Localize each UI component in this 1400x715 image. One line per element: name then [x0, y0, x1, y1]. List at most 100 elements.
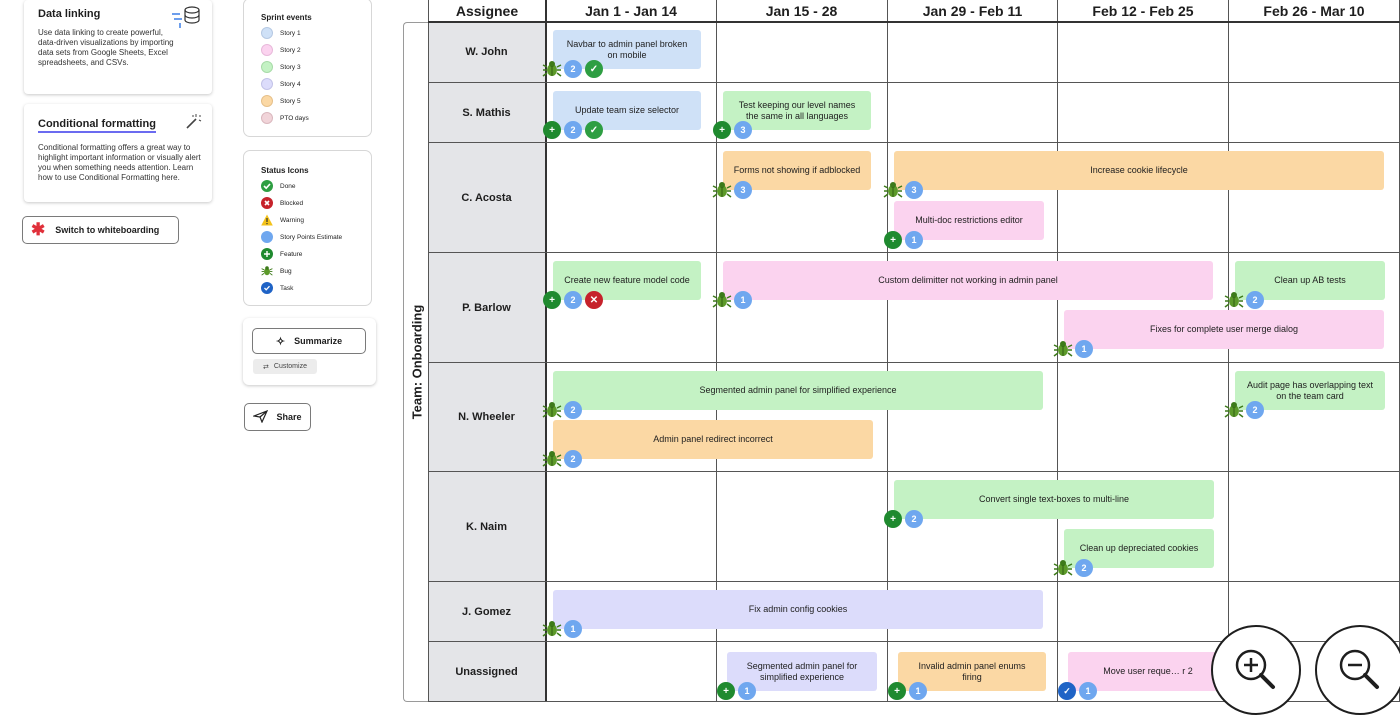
story-points-badge: 3 — [733, 120, 753, 140]
conditional-formatting-card[interactable]: Conditional formatting Conditional forma… — [24, 104, 212, 202]
story-points-value: 1 — [738, 682, 756, 700]
row-label: N. Wheeler — [428, 362, 545, 472]
data-linking-card[interactable]: Data linking Use data linking to create … — [24, 0, 212, 94]
legend-story-1: Story 1 — [261, 27, 301, 39]
swatch-story-5 — [261, 95, 273, 107]
task-title: Segmented admin panel for simplified exp… — [746, 660, 858, 682]
swatch-story-2 — [261, 44, 273, 56]
zoom-out-button[interactable] — [1315, 625, 1400, 715]
grid-line — [428, 581, 1400, 582]
task-title: Fixes for complete user merge dialog — [1149, 324, 1299, 334]
sliders-icon: ⇄ — [263, 363, 269, 371]
task-title: Create new feature model code — [564, 275, 690, 285]
task-title: Test keeping our level names the same in… — [738, 99, 856, 121]
task-status-icons: +1 — [716, 681, 757, 701]
feature-icon: + — [542, 120, 562, 140]
zoom-out-icon — [1339, 649, 1379, 689]
task-card[interactable]: Custom delimitter not working in admin p… — [723, 261, 1213, 300]
task-status-icons: 2 — [542, 449, 583, 469]
column-header-assignee: Assignee — [455, 2, 519, 19]
swatch-story-1 — [261, 27, 273, 39]
legend-story-2: Story 2 — [261, 44, 301, 56]
share-button[interactable]: Share — [244, 403, 311, 431]
status-icons-title: Status Icons — [261, 166, 309, 175]
x-icon: ✕ — [584, 290, 604, 310]
legend-task: Task — [261, 282, 293, 294]
story-points-badge: 2 — [563, 120, 583, 140]
share-label: Share — [276, 412, 302, 422]
story-points-value: 2 — [1246, 291, 1264, 309]
legend-blocked: Blocked — [261, 197, 303, 209]
story-points-value: 1 — [564, 620, 582, 638]
task-title: Increase cookie lifecycle — [1090, 165, 1188, 175]
story-points-value: 2 — [564, 60, 582, 78]
bug-icon — [542, 619, 562, 639]
grid-line — [428, 82, 1400, 83]
bug-icon — [542, 449, 562, 469]
task-status-icons: 1 — [542, 619, 583, 639]
task-status-icons: 3 — [883, 180, 924, 200]
task-status-icons: +1 — [883, 230, 924, 250]
task-title: Invalid admin panel enums firing — [918, 660, 1026, 682]
task-status-icons: 2 — [1224, 290, 1265, 310]
bug-icon — [1224, 290, 1244, 310]
swatch-story-3 — [261, 61, 273, 73]
task-status-icons: 2 — [1053, 558, 1094, 578]
conditional-formatting-body: Conditional formatting offers a great wa… — [38, 143, 201, 182]
switch-to-whiteboarding-label: Switch to whiteboarding — [55, 225, 160, 235]
task-card[interactable]: Fixes for complete user merge dialog — [1064, 310, 1384, 349]
legend-story-points: Story Points Estimate — [261, 231, 342, 243]
task-card[interactable]: Convert single text-boxes to multi-line — [894, 480, 1214, 519]
story-points-value: 2 — [564, 450, 582, 468]
asterisk-icon: ✱ — [31, 220, 46, 239]
grid-line — [1228, 0, 1229, 702]
conditional-formatting-title: Conditional formatting — [38, 118, 156, 133]
feature-icon: + — [716, 681, 736, 701]
story-points-badge: 1 — [1078, 681, 1098, 701]
column-header-sprint-5: Feb 26 - Mar 10 — [1263, 2, 1365, 19]
story-points-value: 1 — [1079, 682, 1097, 700]
task-status-icons: 1 — [1053, 339, 1094, 359]
feature-icon: + — [883, 509, 903, 529]
bug-icon — [542, 59, 562, 79]
task-status-icons: +2 — [883, 509, 924, 529]
task-card[interactable]: Admin panel redirect incorrect — [553, 420, 873, 459]
zoom-in-button[interactable] — [1211, 625, 1301, 715]
story-points-badge: 1 — [904, 230, 924, 250]
row-label: P. Barlow — [428, 253, 545, 362]
zoom-in-icon — [1235, 649, 1275, 689]
bug-icon — [1224, 400, 1244, 420]
task-title: Clean up depreciated cookies — [1079, 543, 1199, 553]
task-title: Admin panel redirect incorrect — [653, 434, 773, 444]
points-icon — [261, 231, 273, 243]
summarize-label: Summarize — [294, 336, 343, 346]
grid-line — [428, 701, 1400, 702]
customize-button[interactable]: ⇄ Customize — [253, 359, 317, 374]
bug-icon — [883, 180, 903, 200]
row-label: W. John — [428, 22, 545, 82]
task-card[interactable]: Fix admin config cookies — [553, 590, 1043, 629]
column-header-sprint-4: Feb 12 - Feb 25 — [1092, 2, 1194, 19]
check-icon: ✓ — [584, 120, 604, 140]
summarize-button[interactable]: ✧ Summarize — [252, 328, 366, 354]
column-header-sprint-2: Jan 15 - 28 — [765, 2, 838, 19]
story-points-value: 1 — [734, 291, 752, 309]
task-status-icons: ✓1 — [1057, 681, 1098, 701]
switch-to-whiteboarding-button[interactable]: ✱ Switch to whiteboarding — [22, 216, 179, 244]
grid-line — [428, 0, 429, 702]
feature-icon: + — [887, 681, 907, 701]
task-status-icons: 3 — [712, 180, 753, 200]
task-title: Navbar to admin panel broken on mobile — [566, 38, 688, 60]
team-label: Team: Onboarding — [409, 304, 424, 420]
bug-icon — [712, 290, 732, 310]
story-points-value: 2 — [564, 291, 582, 309]
column-header-sprint-1: Jan 1 - Jan 14 — [585, 2, 677, 19]
ai-summarize-card: ✧ Summarize ⇄ Customize — [243, 318, 376, 385]
task-card[interactable]: Increase cookie lifecycle — [894, 151, 1384, 190]
bug-icon — [1053, 558, 1073, 578]
task-card[interactable]: Segmented admin panel for simplified exp… — [553, 371, 1043, 410]
story-points-value: 2 — [905, 510, 923, 528]
swatch-pto-days — [261, 112, 273, 124]
grid-line — [428, 362, 1400, 363]
check-icon: ✓ — [584, 59, 604, 79]
